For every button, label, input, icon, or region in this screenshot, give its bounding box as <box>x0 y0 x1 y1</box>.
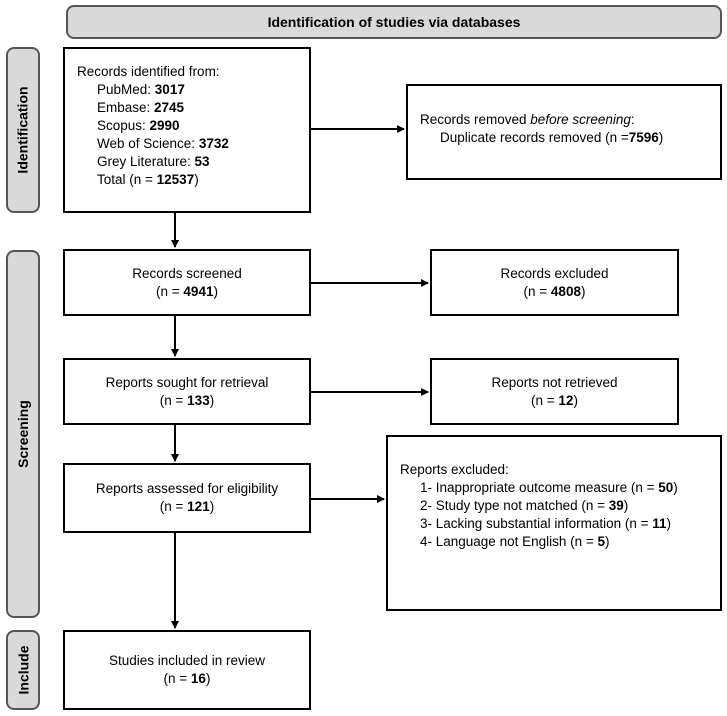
studies-included-count: (n = 16) <box>163 671 211 686</box>
source-list: PubMed: 3017 Embase: 2745 Scopus: 2990 W… <box>77 81 309 189</box>
records-screened-title: Records screened <box>132 265 242 281</box>
records-removed-box: Records removed before screening: Duplic… <box>406 84 722 180</box>
reports-excluded-box: Reports excluded: 1- Inappropriate outco… <box>386 435 722 611</box>
records-excluded-title: Records excluded <box>500 265 609 281</box>
header-banner: Identification of studies via databases <box>66 5 722 39</box>
phase-screening-label: Screening <box>15 400 32 468</box>
reports-not-retrieved-count: (n = 12) <box>531 392 578 408</box>
records-screened-box: Records screened (n = 4941) <box>63 249 311 316</box>
studies-included-title: Studies included in review <box>108 653 266 668</box>
records-identified-box: Records identified from: PubMed: 3017 Em… <box>63 47 311 213</box>
reports-not-retrieved-title: Reports not retrieved <box>491 374 618 390</box>
records-identified-title: Records identified from: <box>77 64 220 79</box>
phase-include: Include <box>6 630 40 710</box>
exclusion-reason: 3- Lacking substantial information (n = … <box>420 516 672 531</box>
header-title: Identification of studies via databases <box>267 14 521 30</box>
source-item: Embase: 2745 <box>97 100 185 115</box>
exclusion-reason: 2- Study type not matched (n = 39) <box>420 498 629 513</box>
source-item: Grey Literature: 53 <box>97 154 210 169</box>
exclusion-reason: 1- Inappropriate outcome measure (n = 50… <box>420 480 678 495</box>
reports-assessed-count: (n = 121) <box>159 499 215 514</box>
records-removed-title: Records removed before screening: <box>420 112 635 127</box>
exclusion-reason: 4- Language not English (n = 5) <box>420 534 610 549</box>
records-screened-count: (n = 4941) <box>156 283 218 299</box>
reports-excluded-title: Reports excluded: <box>400 462 509 477</box>
source-item: PubMed: 3017 <box>97 82 185 97</box>
exclusion-reasons: 1- Inappropriate outcome measure (n = 50… <box>400 479 720 551</box>
duplicates-removed: Duplicate records removed (n =7596) <box>440 130 664 145</box>
studies-included-box: Studies included in review (n = 16) <box>63 630 311 710</box>
phase-identification-label: Identification <box>15 86 31 174</box>
phase-screening: Screening <box>6 250 40 618</box>
reports-not-retrieved-box: Reports not retrieved (n = 12) <box>430 358 679 425</box>
total-item: Total (n = 12537) <box>97 172 199 187</box>
records-excluded-count: (n = 4808) <box>523 283 586 299</box>
source-item: Scopus: 2990 <box>97 118 180 133</box>
source-item: Web of Science: 3732 <box>97 136 229 151</box>
reports-sought-count: (n = 133) <box>159 392 215 408</box>
reports-sought-title: Reports sought for retrieval <box>105 374 269 390</box>
reports-sought-box: Reports sought for retrieval (n = 133) <box>63 358 311 425</box>
phase-identification: Identification <box>6 47 40 213</box>
reports-assessed-title: Reports assessed for eligibility <box>95 481 279 496</box>
records-excluded-box: Records excluded (n = 4808) <box>430 249 679 316</box>
phase-include-label: Include <box>15 645 32 695</box>
reports-assessed-box: Reports assessed for eligibility (n = 12… <box>63 463 311 533</box>
